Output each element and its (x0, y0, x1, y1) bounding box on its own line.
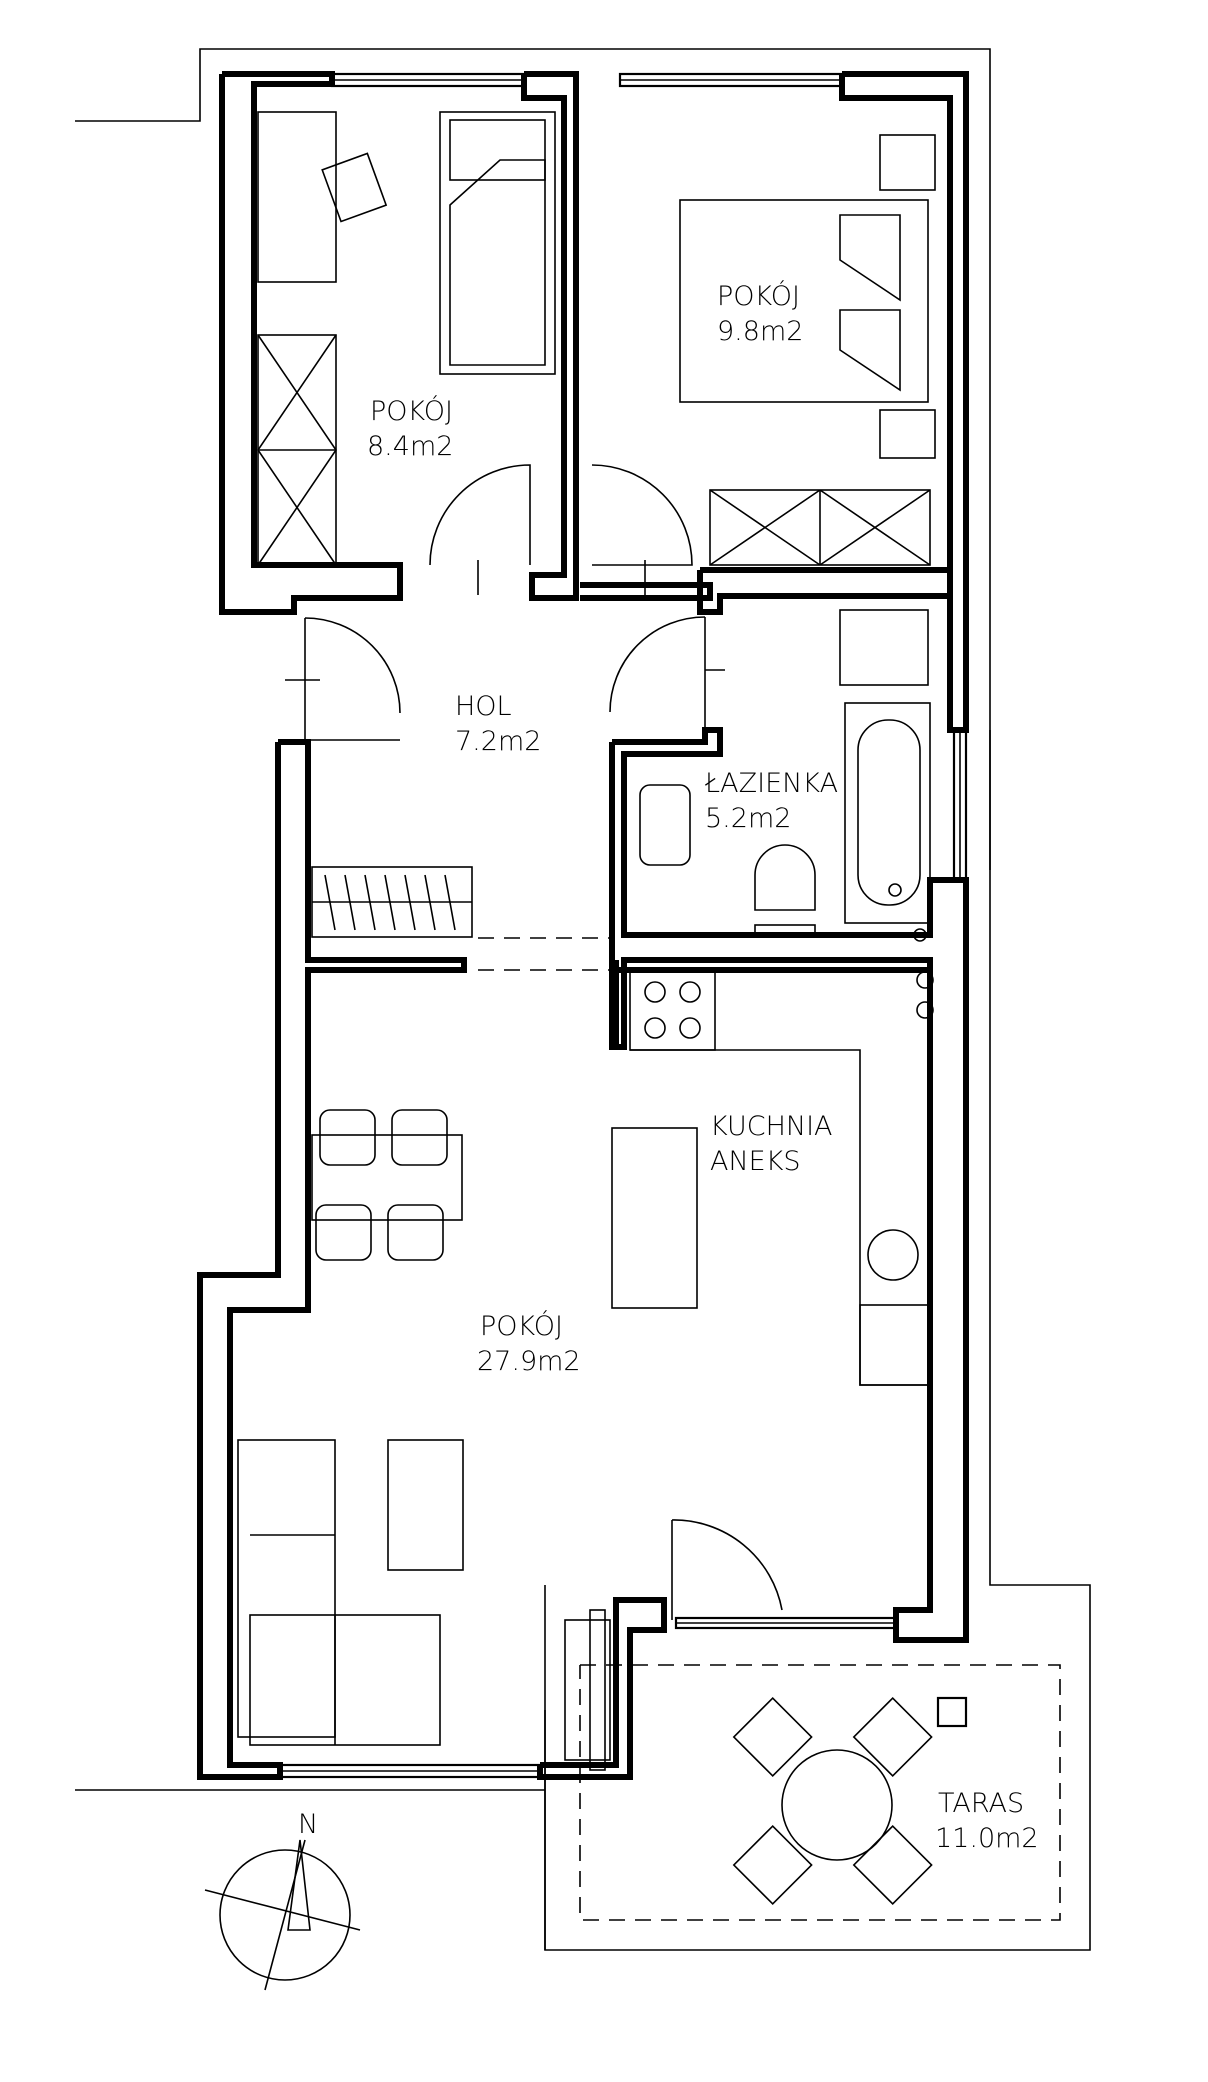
room-area-terrace: 11.0m2 (935, 1823, 1039, 1854)
windows (278, 72, 968, 1779)
room-name-living: POKÓJ (480, 1310, 563, 1342)
doors (285, 464, 783, 1620)
room-area-hall: 7.2m2 (455, 726, 541, 757)
compass-icon: N (204, 1809, 361, 1991)
room-name-bathroom: ŁAZIENKA (704, 768, 838, 799)
room-name-bedroom-1: POKÓJ (370, 395, 453, 427)
room-name-kitchen: KUCHNIA (710, 1111, 833, 1142)
furniture (237, 111, 968, 1906)
room-area-bathroom: 5.2m2 (705, 803, 791, 834)
walls (197, 71, 969, 1780)
room-area-kitchen: ANEKS (710, 1146, 801, 1177)
room-name-terrace: TARAS (938, 1788, 1024, 1819)
room-labels: POKÓJ 8.4m2 POKÓJ 9.8m2 HOL 7.2m2 ŁAZIEN… (367, 280, 1039, 1854)
dashed-lines (478, 937, 1061, 1921)
room-area-living: 27.9m2 (477, 1346, 581, 1377)
room-area-bedroom-2: 9.8m2 (717, 316, 803, 347)
compass-label: N (298, 1809, 318, 1840)
room-name-bedroom-2: POKÓJ (717, 280, 800, 312)
room-name-hall: HOL (455, 691, 512, 722)
room-area-bedroom-1: 8.4m2 (367, 431, 453, 462)
